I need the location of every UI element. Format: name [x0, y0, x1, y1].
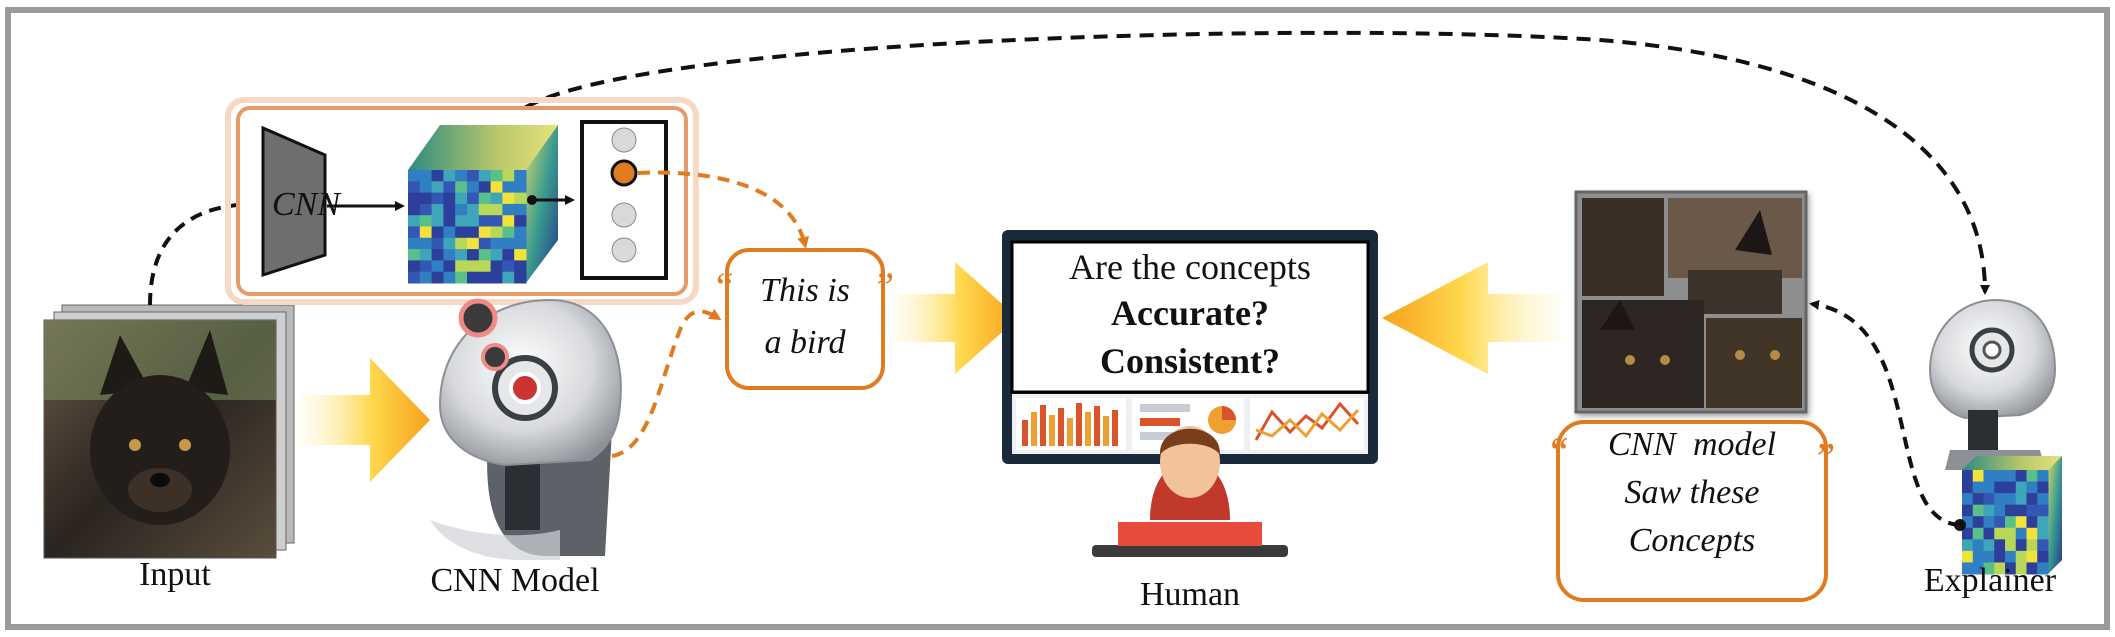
svg-text:“: “: [1546, 430, 1569, 476]
concepts-to-human-yellow-arrow: [1382, 262, 1560, 374]
concepts-text-line1: CNN model: [1607, 426, 1777, 463]
prediction-bubble: [725, 248, 885, 390]
concept-collage: [1574, 190, 1808, 414]
human-figure: [1092, 426, 1288, 557]
mini-pie-panel: [1132, 398, 1244, 450]
input-image-stack: [43, 304, 295, 559]
explainer-robot: [1928, 298, 2057, 470]
monitor-question: Are the concepts: [1069, 247, 1311, 287]
monitor-criterion-consistent: Consistent?: [1099, 341, 1281, 381]
monitor-criterion-accurate: Accurate?: [1111, 293, 1269, 333]
explainer-feature-cube: [1962, 456, 2062, 575]
outer-frame: [5, 7, 2110, 630]
human-monitor: [1002, 230, 1378, 557]
cnn-block-label: CNN: [272, 186, 341, 223]
concepts-text-line3: Concepts: [1628, 522, 1756, 559]
mini-line-chart: [1250, 398, 1364, 450]
output-neurons: [580, 120, 668, 280]
concepts-bubble: [1556, 420, 1828, 602]
prediction-to-human-yellow-arrow: [892, 262, 1018, 374]
feature-to-explainer-arrow: [506, 30, 1990, 295]
input-label: Input: [139, 556, 211, 593]
svg-text:“: “: [712, 264, 734, 309]
input-to-robot-yellow-arrow: [300, 358, 430, 482]
explainer-to-concepts-arrow: [1809, 299, 1961, 527]
robot-to-prediction-arrow: [611, 308, 722, 458]
neuron-to-prediction-arrow: [637, 170, 810, 249]
svg-text:”: ”: [872, 264, 894, 309]
cnn-model-label: CNN Model: [430, 562, 600, 599]
concepts-text-line2: Saw these: [1624, 474, 1760, 511]
mini-bar-chart: [1016, 398, 1126, 450]
cnn-robot: [430, 298, 622, 560]
prediction-text-line1: This is: [760, 272, 850, 309]
prediction-text-line2: a bird: [764, 324, 846, 361]
human-label: Human: [1139, 576, 1241, 613]
explainer-label: Explainer: [1923, 562, 2057, 599]
svg-text:”: ”: [1812, 436, 1835, 482]
feature-map-cube: [408, 125, 558, 284]
cnn-block: [261, 125, 327, 278]
